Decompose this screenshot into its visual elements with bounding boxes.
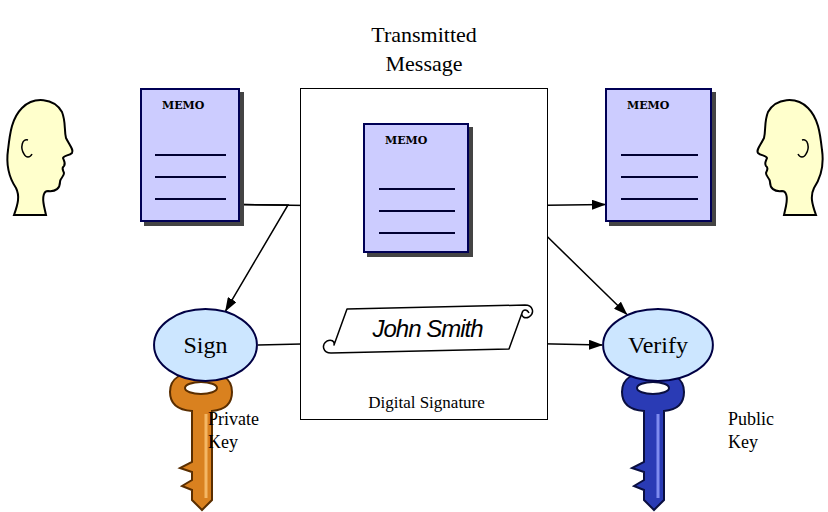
memo-lines — [155, 134, 226, 212]
key-label: Private Key — [208, 408, 280, 455]
memo-heading: MEMO — [162, 99, 204, 112]
memo-lines — [379, 168, 455, 244]
signature-text: John Smith — [372, 315, 482, 343]
frame-title: Transmitted Message — [344, 20, 504, 79]
memo-document: MEMO — [140, 88, 240, 222]
memo-heading: MEMO — [627, 99, 669, 112]
signature-scroll: John Smith — [319, 303, 536, 355]
process-label: Verify — [628, 332, 688, 359]
memo-document: MEMO — [363, 123, 469, 253]
process-ellipse: Sign — [153, 308, 258, 382]
message-frame: Transmitted MessageMEMOJohn Smith — [300, 88, 548, 420]
memo-lines — [621, 134, 697, 212]
caption-label: Digital Signature — [318, 392, 535, 414]
process-label: Sign — [183, 332, 227, 359]
memo-heading: MEMO — [385, 134, 427, 147]
public-key — [622, 372, 684, 510]
memo-document: MEMO — [605, 88, 712, 222]
process-ellipse: Verify — [602, 308, 714, 382]
person-head — [7, 100, 72, 215]
person-head — [757, 100, 822, 215]
key-label: Public Key — [728, 408, 800, 455]
